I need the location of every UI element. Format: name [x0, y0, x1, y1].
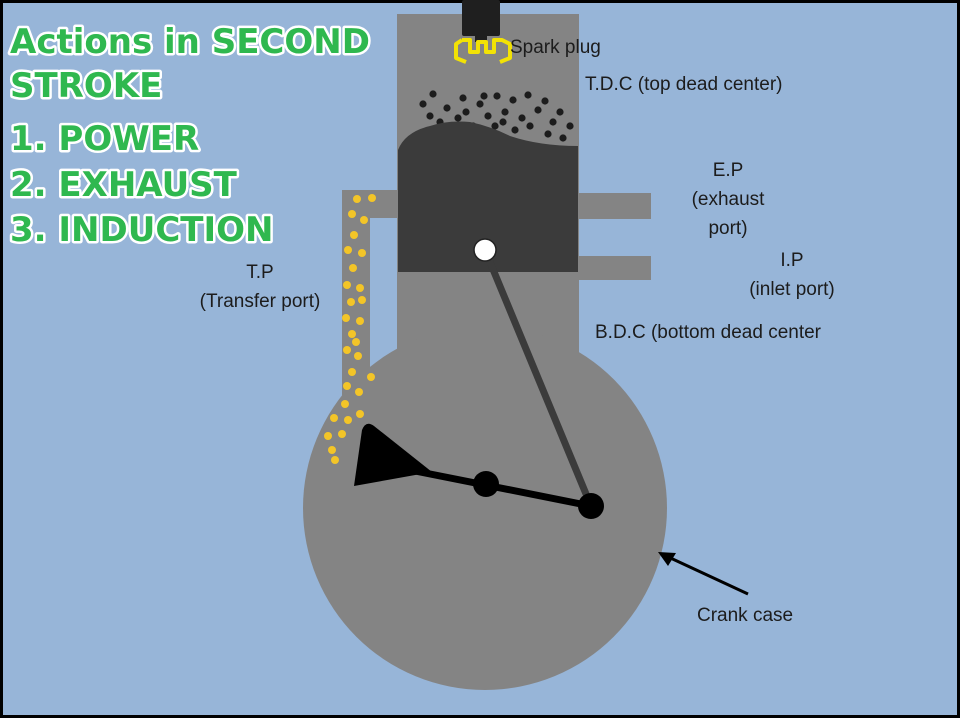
bdc-label: B.D.C (bottom dead center: [595, 322, 822, 343]
charge-particle: [367, 373, 375, 381]
gudgeon-pin: [473, 238, 497, 262]
arrow-line: [663, 553, 749, 596]
burnt-gas-particle: [459, 94, 467, 102]
charge-particle: [344, 246, 352, 254]
burnt-gas-particle: [509, 96, 517, 104]
burnt-gas-particle: [549, 118, 557, 126]
charge-particle: [331, 456, 339, 464]
burnt-gas-particle: [501, 108, 509, 116]
burnt-gas-particle: [526, 122, 534, 130]
piston: [398, 121, 578, 272]
spark-icon: [454, 38, 512, 64]
crank-mechanism: [354, 238, 604, 519]
charge-particle: [344, 416, 352, 424]
charge-particle: [347, 298, 355, 306]
burnt-gas-particle: [499, 118, 507, 126]
arrow-head-icon: [658, 552, 676, 566]
charge-particle: [353, 195, 361, 203]
action-1: 1. POWER: [10, 119, 199, 159]
tdc-label: T.D.C (top dead center): [585, 74, 782, 95]
crank-pin: [578, 493, 604, 519]
crank-case: [303, 326, 667, 690]
charge-particle: [360, 216, 368, 224]
burnt-gas-particle: [534, 106, 542, 114]
burnt-gas-particle: [559, 134, 567, 142]
charge-particle: [341, 400, 349, 408]
charge-particle: [349, 264, 357, 272]
burnt-gas-particle: [541, 97, 549, 105]
crank-arm: [406, 466, 595, 510]
burnt-gas-particle: [462, 108, 470, 116]
charge-particle: [354, 352, 362, 360]
charge-particle: [343, 281, 351, 289]
crank-case-pointer: [658, 552, 749, 596]
charge-particle: [368, 194, 376, 202]
transfer-port-label-2: (Transfer port): [200, 291, 321, 312]
charge-particle: [328, 446, 336, 454]
inlet-port-label-2: (inlet port): [749, 279, 835, 300]
charge-particle: [358, 296, 366, 304]
action-2: 2. EXHAUST: [10, 165, 238, 205]
burnt-gas-particle: [480, 92, 488, 100]
charge-particle: [358, 249, 366, 257]
charge-particle: [350, 231, 358, 239]
charge-particle: [348, 210, 356, 218]
charge-particle: [343, 382, 351, 390]
charge-particle: [352, 338, 360, 346]
burnt-gas-particle: [429, 90, 437, 98]
burnt-gas-particle: [493, 92, 501, 100]
exhaust-port-duct: [578, 193, 651, 219]
spark-plug-tip: [475, 30, 487, 42]
heading-line-1: Actions in SECOND: [10, 22, 370, 62]
spark-plug-body: [462, 0, 500, 36]
exhaust-port-label-3: port): [708, 218, 747, 239]
spark-plug-label: Spark plug: [510, 37, 601, 58]
action-3: 3. INDUCTION: [10, 210, 274, 250]
burnt-gas-particle: [524, 91, 532, 99]
charge-particle: [356, 317, 364, 325]
charge-particle: [356, 410, 364, 418]
charge-particle: [348, 368, 356, 376]
burnt-gas-particle: [491, 122, 499, 130]
charge-particle: [338, 430, 346, 438]
exhaust-port-label-2: (exhaust: [692, 189, 766, 210]
charge-particle: [348, 330, 356, 338]
charge-particle: [342, 314, 350, 322]
crank-case-label: Crank case: [697, 605, 793, 626]
fresh-charge-particles: [324, 194, 376, 464]
charge-particle: [355, 388, 363, 396]
inlet-port-duct: [578, 256, 651, 280]
charge-particle: [330, 414, 338, 422]
burnt-gas-particle: [419, 100, 427, 108]
charge-particle: [343, 346, 351, 354]
burnt-gas-particle: [566, 122, 574, 130]
burnt-gas-particle: [518, 114, 526, 122]
charge-particle: [356, 284, 364, 292]
exhaust-port-label-1: E.P: [713, 160, 744, 181]
burnt-gas-particle: [511, 126, 519, 134]
burnt-gas-particle: [476, 100, 484, 108]
burnt-gas-particle: [426, 112, 434, 120]
burnt-gas-particle: [484, 112, 492, 120]
burnt-gas-particle: [544, 130, 552, 138]
crankshaft-center: [473, 471, 499, 497]
transfer-port-label-1: T.P: [246, 262, 273, 283]
charge-particle: [324, 432, 332, 440]
inlet-port-label-1: I.P: [780, 250, 803, 271]
burnt-gas-particle: [454, 114, 462, 122]
heading-line-2: STROKE: [10, 66, 162, 106]
connecting-rod: [481, 246, 595, 510]
spark-plug: [454, 0, 512, 64]
burnt-gas-particle: [556, 108, 564, 116]
burnt-gas-particle: [443, 104, 451, 112]
